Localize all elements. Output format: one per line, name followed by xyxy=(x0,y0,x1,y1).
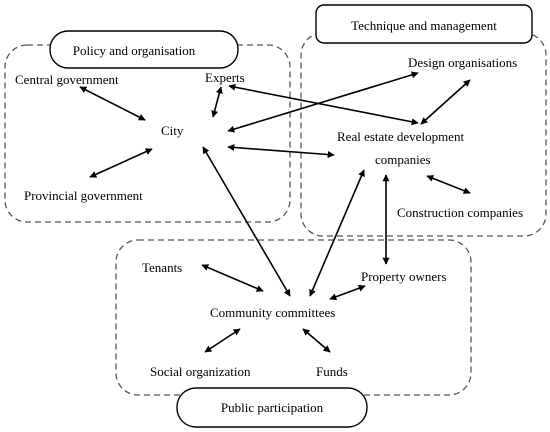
node-provincial-government: Provincial government xyxy=(24,188,143,203)
arrow-city-community-committees xyxy=(202,146,291,297)
node-property-owners: Property owners xyxy=(361,269,447,284)
arrow-real-estate-community-committees xyxy=(309,169,365,297)
node-real-estate-line2: companies xyxy=(375,152,431,167)
arrow-real-estate-construction xyxy=(426,175,471,194)
node-city: City xyxy=(161,123,184,138)
public-group-label: Public participation xyxy=(176,387,368,428)
arrow-city-real-estate xyxy=(227,143,335,159)
public-region xyxy=(115,239,472,396)
node-funds: Funds xyxy=(316,364,348,379)
policy-group-label: Policy and organisation xyxy=(49,30,239,69)
node-construction-companies: Construction companies xyxy=(397,205,523,220)
arrow-design-organisations-real-estate xyxy=(420,79,471,125)
node-tenants: Tenants xyxy=(142,260,182,275)
node-design-organisations: Design organisations xyxy=(408,55,517,70)
node-social-organization: Social organization xyxy=(150,364,251,379)
node-community-committees: Community committees xyxy=(210,305,335,320)
node-experts: Experts xyxy=(205,70,245,85)
arrow-experts-real-estate xyxy=(228,83,419,126)
node-real-estate-line1: Real estate development xyxy=(337,129,464,144)
arrow-tenants-community-committees xyxy=(201,264,264,292)
arrow-provincial-government-city xyxy=(89,148,153,178)
policy-group-title: Policy and organisation xyxy=(73,43,196,58)
technique-group-label: Technique and management xyxy=(315,4,533,44)
arrow-city-design-organisations xyxy=(227,71,419,133)
arrow-community-committees-funds xyxy=(302,328,331,353)
node-central-government: Central government xyxy=(15,72,119,87)
public-group-title: Public participation xyxy=(221,400,324,415)
arrow-property-owners-community-committees xyxy=(329,284,366,301)
arrow-central-government-city xyxy=(79,86,146,121)
arrow-experts-city xyxy=(211,86,223,118)
technique-group-title: Technique and management xyxy=(351,18,497,33)
arrow-community-committees-social-organization xyxy=(204,328,241,353)
